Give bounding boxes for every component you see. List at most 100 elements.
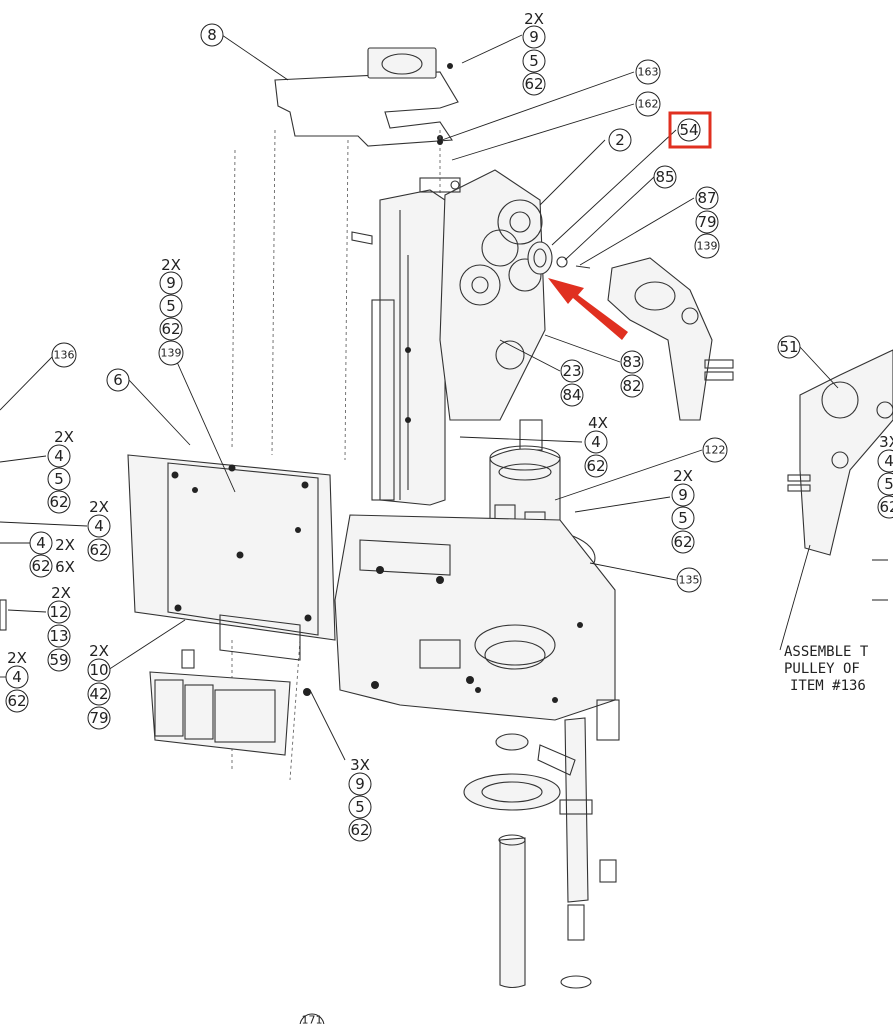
- svg-text:163: 163: [638, 66, 659, 79]
- svg-text:84: 84: [562, 386, 581, 404]
- balloon-83: 83: [620, 350, 644, 374]
- balloon-62: 62: [877, 495, 893, 519]
- balloon-62: 62: [348, 818, 372, 842]
- balloon-42: 42: [87, 682, 111, 706]
- assembly-note: ASSEMBLE T PULLEY OF ITEM #136: [784, 644, 869, 694]
- qty-label: 2X: [51, 584, 71, 602]
- part-geometry: [0, 47, 893, 989]
- balloon-4: 4: [87, 514, 111, 538]
- svg-text:59: 59: [49, 651, 68, 669]
- qty-label: 2X: [54, 428, 74, 446]
- balloon-62: 62: [5, 689, 29, 713]
- balloon-62: 62: [29, 554, 53, 578]
- svg-text:5: 5: [529, 52, 539, 70]
- svg-text:62: 62: [89, 541, 108, 559]
- svg-text:162: 162: [638, 98, 659, 111]
- balloon-84: 84: [560, 383, 584, 407]
- balloon-59: 59: [47, 648, 71, 672]
- qty-label: 2X: [673, 467, 693, 485]
- svg-text:79: 79: [89, 709, 108, 727]
- svg-text:136: 136: [54, 349, 75, 362]
- balloon-8: 8: [200, 23, 224, 47]
- svg-text:9: 9: [529, 28, 539, 46]
- balloon-82: 82: [620, 374, 644, 398]
- qty-label: 3X: [879, 433, 893, 451]
- balloon-5: 5: [522, 49, 546, 73]
- svg-text:62: 62: [350, 821, 369, 839]
- qty-label: 2X: [89, 642, 109, 660]
- balloon-5: 5: [877, 472, 893, 496]
- balloon-5: 5: [671, 506, 695, 530]
- svg-text:5: 5: [884, 475, 893, 493]
- svg-text:139: 139: [697, 240, 718, 253]
- highlight-arrow: [548, 278, 628, 340]
- balloon-2: 2: [608, 128, 632, 152]
- balloon-135: 135: [676, 567, 702, 593]
- svg-text:2: 2: [615, 131, 625, 149]
- svg-text:62: 62: [524, 75, 543, 93]
- svg-text:9: 9: [678, 486, 688, 504]
- balloon-139: 139: [158, 340, 184, 366]
- svg-text:79: 79: [697, 213, 716, 231]
- balloon-9: 9: [159, 271, 183, 295]
- svg-text:139: 139: [161, 347, 182, 360]
- balloon-62: 62: [159, 317, 183, 341]
- qty-label: 3X: [350, 756, 370, 774]
- balloon-9: 9: [522, 25, 546, 49]
- svg-text:54: 54: [679, 121, 698, 139]
- balloon-4: 4: [5, 665, 29, 689]
- balloon-4: 4: [47, 444, 71, 468]
- balloon-12: 12: [47, 600, 71, 624]
- balloon-62: 62: [584, 454, 608, 478]
- qty-label: 4X: [588, 414, 608, 432]
- svg-text:42: 42: [89, 685, 108, 703]
- highlight-box: [668, 111, 712, 149]
- balloon-4: 4: [584, 430, 608, 454]
- svg-text:62: 62: [31, 557, 50, 575]
- balloon-callouts: 8 9 5 62 163 162 2 54 85 87 79 139 9 5 6…: [5, 23, 893, 1024]
- svg-text:62: 62: [7, 692, 26, 710]
- balloon-5: 5: [47, 467, 71, 491]
- svg-text:5: 5: [54, 470, 64, 488]
- svg-text:83: 83: [622, 353, 641, 371]
- qty-label: 2X: [89, 498, 109, 516]
- svg-text:5: 5: [355, 798, 365, 816]
- note-line-3: ITEM #136: [790, 678, 866, 694]
- balloon-54: 54: [677, 118, 701, 142]
- svg-text:62: 62: [49, 493, 68, 511]
- svg-text:5: 5: [166, 297, 176, 315]
- svg-text:4: 4: [591, 433, 601, 451]
- balloon-79: 79: [87, 706, 111, 730]
- balloon-62: 62: [87, 538, 111, 562]
- svg-text:6: 6: [113, 371, 123, 389]
- svg-text:8: 8: [207, 26, 217, 44]
- highlight-overlay: [548, 111, 712, 340]
- svg-text:85: 85: [655, 168, 674, 186]
- balloon-171: 171: [299, 1014, 325, 1024]
- qty-label: 2X: [161, 256, 181, 274]
- svg-text:10: 10: [89, 661, 108, 679]
- qty-label: 2X: [524, 10, 544, 28]
- svg-text:62: 62: [879, 498, 893, 516]
- balloon-9: 9: [348, 772, 372, 796]
- balloon-85: 85: [653, 165, 677, 189]
- balloon-87: 87: [695, 186, 719, 210]
- svg-text:87: 87: [697, 189, 716, 207]
- svg-text:4: 4: [54, 447, 64, 465]
- svg-text:12: 12: [49, 603, 68, 621]
- balloon-4: 4: [29, 531, 53, 555]
- note-line-1: ASSEMBLE T: [784, 644, 869, 660]
- balloon-62: 62: [47, 490, 71, 514]
- svg-text:13: 13: [49, 627, 68, 645]
- svg-text:62: 62: [586, 457, 605, 475]
- svg-text:4: 4: [36, 534, 46, 552]
- svg-text:62: 62: [161, 320, 180, 338]
- balloon-62: 62: [522, 72, 546, 96]
- qty-label: 6X: [55, 558, 75, 576]
- balloon-10: 10: [87, 658, 111, 682]
- balloon-23: 23: [560, 359, 584, 383]
- balloon-6: 6: [106, 368, 130, 392]
- svg-text:51: 51: [779, 338, 798, 356]
- balloon-122: 122: [702, 437, 728, 463]
